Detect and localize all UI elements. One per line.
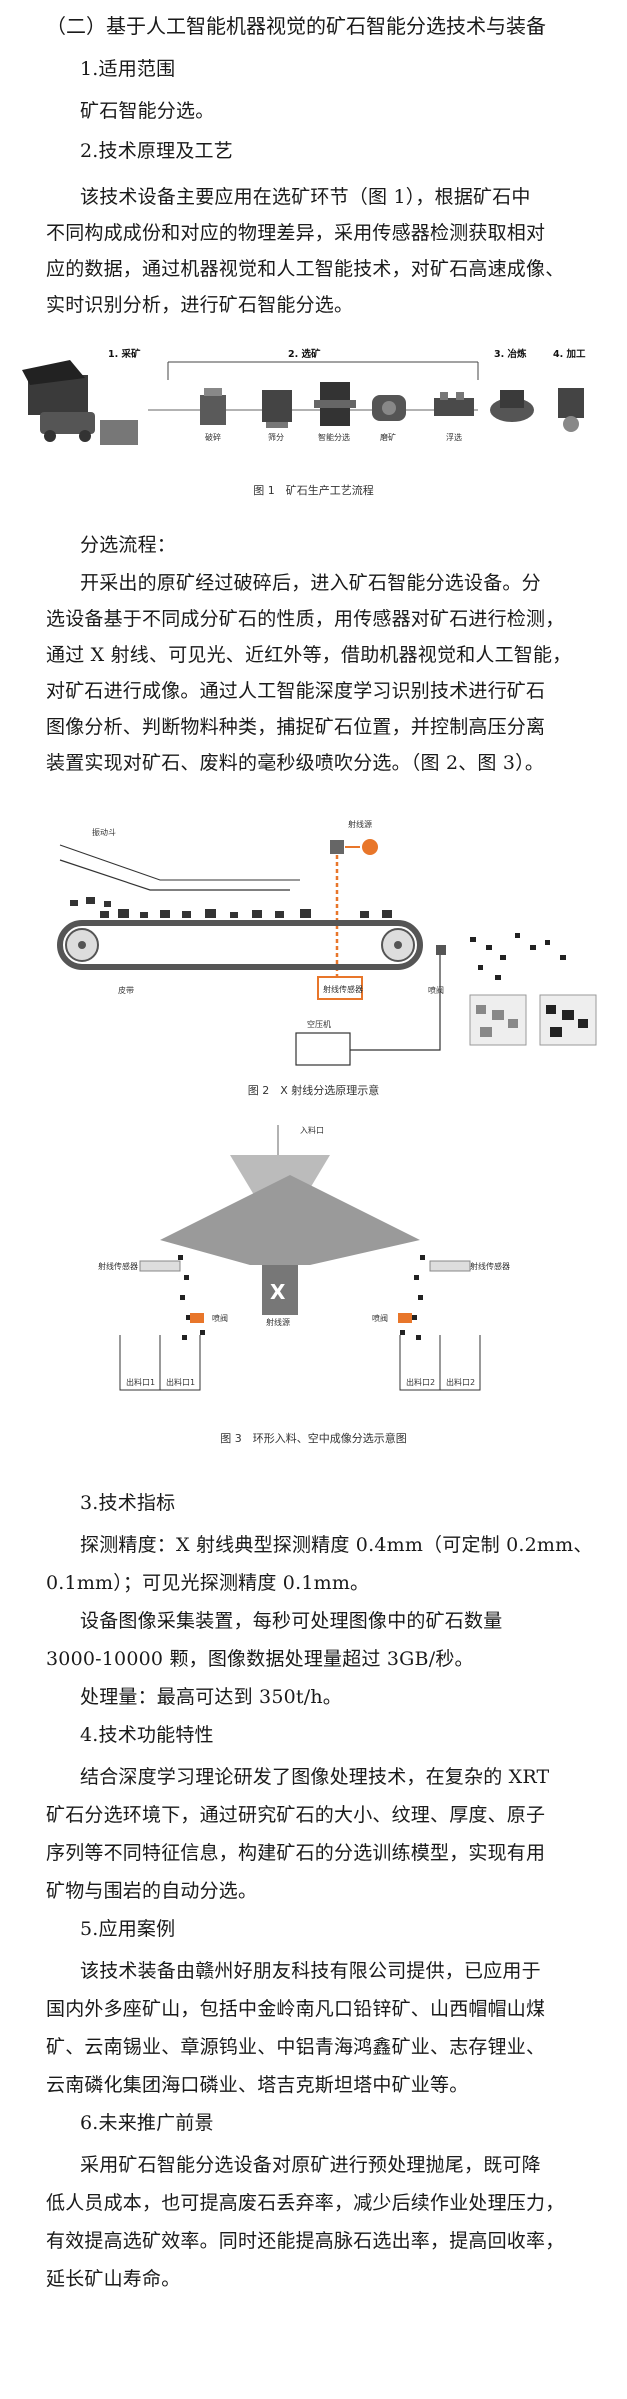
- principle-line: 该技术设备主要应用在选矿环节（图 1），根据矿石中: [80, 186, 531, 208]
- center-column: [262, 1265, 298, 1315]
- principle-line: 实时识别分析，进行矿石智能分选。: [46, 294, 354, 316]
- nozzle-label: 喷阀: [428, 985, 444, 995]
- outlet-frames: [119, 1335, 481, 1391]
- belt-label: 皮带: [118, 985, 134, 995]
- heading-features: 4.技术功能特性: [80, 1724, 214, 1746]
- heading-cases: 5.应用案例: [80, 1918, 176, 1940]
- indicator-line: 0.1mm）；可见光探测精度 0.1mm。: [46, 1572, 370, 1594]
- flow-title: 分选流程：: [80, 534, 177, 556]
- flow-line: 通过 X 射线、可见光、近红外等，借助机器视觉和人工智能，: [46, 644, 572, 666]
- prospect-line: 采用矿石智能分选设备对原矿进行预处理抛尾，既可降: [80, 2154, 541, 2176]
- process-sublabel: 破碎: [205, 432, 221, 442]
- stage-label: 3. 冶炼: [494, 348, 527, 360]
- stage-label: 2. 选矿: [288, 348, 321, 360]
- falling-ore: [178, 1255, 425, 1340]
- heading-indicators: 3.技术指标: [80, 1492, 176, 1514]
- source-label: 射线源: [266, 1317, 290, 1327]
- compressor-label: 空压机: [307, 1019, 331, 1029]
- flotation-illustration: [434, 392, 474, 416]
- sensor-right-label: 射线传感器: [470, 1261, 510, 1271]
- air-compressor: [295, 1032, 351, 1066]
- heading-prospects: 6.未来推广前景: [80, 2112, 214, 2134]
- feature-line: 序列等不同特征信息，构建矿石的分选训练模型，实现有用: [46, 1842, 546, 1864]
- nozzle-right: [398, 1313, 412, 1323]
- nozzle-left-label: 喷阀: [212, 1313, 228, 1323]
- source-x-icon: X: [270, 1280, 286, 1304]
- case-line: 云南磷化集团海口磷业、塔吉克斯坦塔中矿业等。: [46, 2074, 469, 2096]
- ore-on-belt: [70, 897, 392, 918]
- excavator-illustration: [22, 360, 138, 445]
- figure-1-caption: 图 1 矿石生产工艺流程: [253, 484, 374, 497]
- process-sublabel: 浮选: [446, 432, 462, 442]
- xray-source: [330, 840, 344, 854]
- principle-line: 应的数据，通过机器视觉和人工智能技术，对矿石高速成像、: [46, 258, 565, 280]
- smart-sorter-illustration: [314, 382, 356, 426]
- flow-line: 图像分析、判断物料种类，捕捉矿石位置，并控制高压分离: [46, 716, 546, 738]
- indicator-line: 3000-10000 颗，图像数据处理量超过 3GB/秒。: [46, 1648, 474, 1670]
- prospect-line: 延长矿山寿命。: [46, 2268, 181, 2290]
- figure-3-caption: 图 3 环形入料、空中成像分选示意图: [220, 1432, 407, 1445]
- processing-illustration: [558, 388, 584, 432]
- principle-line: 不同构成成份和对应的物理差异，采用传感器检测获取相对: [46, 222, 546, 244]
- sorted-ore-trajectory: [470, 933, 566, 980]
- scope-text: 矿石智能分选。: [80, 100, 215, 122]
- crusher-illustration: [200, 388, 226, 425]
- figure-1-process-flow: 1. 采矿 2. 选矿 3. 冶炼 4. 加工 破碎 筛分 智能分选 磨矿 浮选: [22, 348, 586, 445]
- distribution-cone: [160, 1175, 420, 1265]
- xray-sensor: [317, 976, 363, 1000]
- smelter-illustration: [490, 390, 534, 422]
- case-line: 矿、云南锡业、章源钨业、中铝青海鸿鑫矿业、志存锂业、: [46, 2036, 546, 2058]
- feed-label: 入料口: [300, 1125, 324, 1135]
- process-sublabel: 筛分: [268, 432, 284, 442]
- flow-line: 装置实现对矿石、废料的毫秒级喷吹分选。（图 2、图 3）。: [46, 752, 545, 774]
- stage-label: 4. 加工: [553, 348, 586, 360]
- section-title: （二）基于人工智能机器视觉的矿石智能分选技术与装备: [46, 14, 546, 38]
- heading-principle: 2.技术原理及工艺: [80, 140, 233, 162]
- xray-source-label: 射线源: [348, 819, 372, 829]
- stage-label: 1. 采矿: [108, 348, 141, 360]
- nozzle-right-label: 喷阀: [372, 1313, 388, 1323]
- indicator-line: 处理量：最高可达到 350t/h。: [80, 1686, 342, 1708]
- hopper-label: 振动斗: [92, 827, 116, 837]
- figure-2-caption: 图 2 X 射线分选原理示意: [247, 1084, 380, 1097]
- feature-line: 结合深度学习理论研发了图像处理技术，在复杂的 XRT: [80, 1766, 550, 1788]
- outlet-label: 出料口2: [446, 1377, 475, 1387]
- indicator-line: 设备图像采集装置，每秒可处理图像中的矿石数量: [80, 1610, 503, 1632]
- sensor-label: 射线传感器: [323, 984, 363, 994]
- process-sublabel: 智能分选: [318, 432, 350, 442]
- mill-illustration: [372, 395, 406, 421]
- case-line: 国内外多座矿山，包括中金岭南凡口铅锌矿、山西帽帽山煤: [46, 1998, 546, 2020]
- nozzle: [436, 945, 446, 955]
- prospect-line: 低人员成本，也可提高废石丢弃率，减少后续作业处理压力，: [46, 2192, 565, 2214]
- feature-line: 矿物与围岩的自动分选。: [46, 1880, 258, 1902]
- flow-line: 选设备基于不同成分矿石的性质，用传感器对矿石进行检测，: [46, 608, 565, 630]
- screen-illustration: [262, 390, 292, 428]
- xray-emitter-icon: [362, 839, 378, 855]
- flow-line: 对矿石进行成像。通过人工智能深度学习识别技术进行矿石: [46, 680, 546, 702]
- figure-3-ring-feed: 入料口 X 射线源 射线传感器 射线传感器 喷阀 喷阀 出料口: [98, 1125, 510, 1391]
- figure-2-xray-sorting: 振动斗 射线源 射线传感器 皮带 喷阀: [57, 819, 597, 1066]
- outlet-label: 出料口1: [126, 1377, 155, 1387]
- flow-line: 开采出的原矿经过破碎后，进入矿石智能分选设备。分: [80, 572, 541, 594]
- process-sublabel: 磨矿: [380, 432, 396, 442]
- nozzle-left: [190, 1313, 204, 1323]
- heading-scope: 1.适用范围: [80, 58, 176, 80]
- indicator-line: 探测精度：X 射线典型探测精度 0.4mm（可定制 0.2mm、: [80, 1534, 593, 1556]
- case-line: 该技术装备由赣州好朋友科技有限公司提供，已应用于: [80, 1960, 541, 1982]
- sensor-left-label: 射线传感器: [98, 1261, 138, 1271]
- outlet-label: 出料口2: [406, 1377, 435, 1387]
- outlet-label: 出料口1: [166, 1377, 195, 1387]
- conveyor-belt: [57, 920, 423, 970]
- feature-line: 矿石分选环境下，通过研究矿石的大小、纹理、厚度、原子: [46, 1804, 546, 1826]
- prospect-line: 有效提高选矿效率。同时还能提高脉石选出率，提高回收率，: [46, 2230, 565, 2252]
